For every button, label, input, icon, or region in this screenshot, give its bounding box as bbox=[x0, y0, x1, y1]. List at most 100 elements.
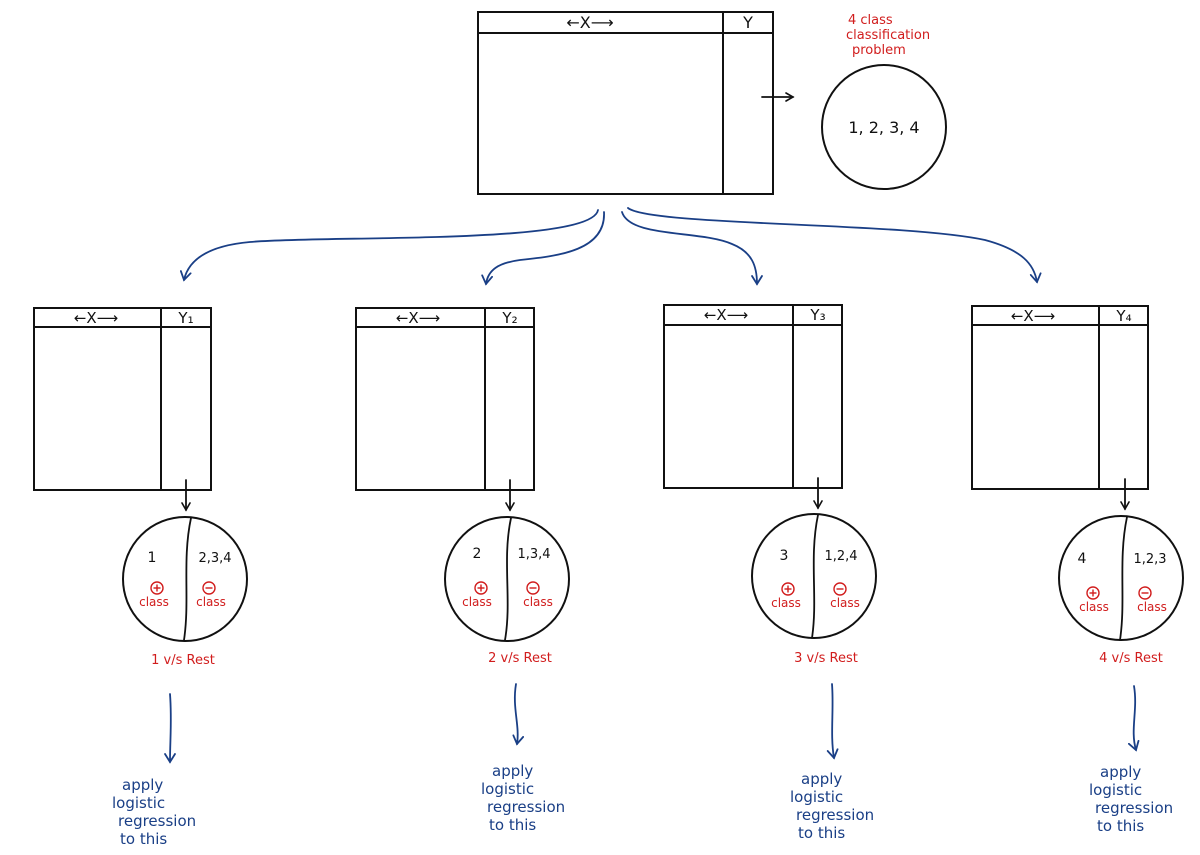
minus-icon bbox=[526, 581, 540, 595]
split-circle-divider bbox=[504, 517, 512, 641]
plus-icon bbox=[1086, 586, 1100, 600]
sub-table-y-label: Y₂ bbox=[501, 309, 517, 327]
main-table-y-label: Y bbox=[742, 13, 753, 32]
apply-line-2: logistic bbox=[112, 794, 165, 812]
positive-class-value: 1 bbox=[148, 550, 157, 566]
apply-line-2: logistic bbox=[790, 788, 843, 806]
main-table-frame bbox=[477, 11, 774, 195]
plus-icon bbox=[781, 582, 795, 596]
split-circle-divider bbox=[811, 514, 819, 639]
branch-arrow-3 bbox=[621, 211, 763, 286]
positive-class-value: 4 bbox=[1078, 551, 1087, 567]
sub-table-frame bbox=[355, 307, 535, 491]
apply-line-4: to this bbox=[120, 830, 167, 848]
subproblem-1: ←X⟶ Y₁ 1 2,3,4 class class 1 v/s Rest ap… bbox=[33, 307, 248, 848]
apply-arrow bbox=[826, 683, 839, 760]
apply-line-1: apply bbox=[801, 770, 842, 788]
split-circle-outline bbox=[444, 516, 570, 642]
sub-table-frame bbox=[663, 304, 843, 489]
main-table-x-label: ←X⟶ bbox=[566, 13, 613, 32]
negative-class-label: class bbox=[523, 595, 553, 609]
apply-line-3: regression bbox=[796, 806, 874, 824]
positive-class-value: 2 bbox=[473, 546, 482, 562]
apply-note-4: apply logistic regression to this bbox=[1089, 763, 1173, 835]
sub-table-frame bbox=[33, 307, 212, 491]
negative-class-values: 1,3,4 bbox=[517, 547, 550, 562]
minus-icon bbox=[202, 581, 216, 595]
apply-line-2: logistic bbox=[481, 780, 534, 798]
split-circle-divider bbox=[183, 517, 192, 641]
apply-line-2: logistic bbox=[1089, 781, 1142, 799]
branch-arrow-1 bbox=[179, 209, 599, 282]
negative-class-values: 1,2,3 bbox=[1133, 552, 1166, 567]
split-circle-outline bbox=[751, 513, 877, 639]
sub-table-x-label: ←X⟶ bbox=[74, 309, 118, 327]
ovr-caption: 3 v/s Rest bbox=[794, 651, 858, 666]
ovr-caption: 1 v/s Rest bbox=[151, 653, 215, 668]
positive-class-label: class bbox=[139, 595, 169, 609]
apply-line-3: regression bbox=[487, 798, 565, 816]
subproblem-4: ←X⟶ Y₄ 4 1,2,3 class class 4 v/s Rest ap… bbox=[971, 305, 1184, 835]
sub-table-2: ←X⟶ Y₂ bbox=[355, 307, 535, 491]
main-circle-outline bbox=[821, 64, 947, 190]
minus-icon bbox=[1138, 586, 1152, 600]
apply-line-3: regression bbox=[118, 812, 196, 830]
positive-class-label: class bbox=[1079, 600, 1109, 614]
split-circle-outline bbox=[122, 516, 248, 642]
apply-note-2: apply logistic regression to this bbox=[481, 762, 565, 834]
sub-table-y-label: Y₄ bbox=[1115, 307, 1131, 325]
branch-arrow-4 bbox=[627, 207, 1042, 284]
sub-table-x-label: ←X⟶ bbox=[704, 306, 748, 324]
main-table: ←X⟶ Y bbox=[477, 11, 774, 195]
ovr-caption: 2 v/s Rest bbox=[488, 651, 552, 666]
negative-class-values: 1,2,4 bbox=[824, 549, 857, 564]
sub-table-x-label: ←X⟶ bbox=[1011, 307, 1055, 325]
plus-icon bbox=[150, 581, 164, 595]
apply-arrow bbox=[164, 693, 176, 764]
subproblem-2: ←X⟶ Y₂ 2 1,3,4 class class 2 v/s Rest ap… bbox=[355, 307, 570, 834]
positive-class-value: 3 bbox=[780, 548, 789, 564]
main-circle-label: 1, 2, 3, 4 bbox=[848, 118, 919, 137]
sub-table-1: ←X⟶ Y₁ bbox=[33, 307, 212, 491]
split-circle-divider bbox=[1119, 516, 1128, 641]
problem-note-line2: classification bbox=[846, 28, 930, 43]
split-circle-3: 3 1,2,4 class class bbox=[751, 513, 877, 639]
apply-line-4: to this bbox=[798, 824, 845, 842]
sub-table-y-label: Y₃ bbox=[809, 306, 825, 324]
split-circle-outline bbox=[1058, 515, 1184, 641]
sub-table-3: ←X⟶ Y₃ bbox=[663, 304, 843, 489]
main-class-circle: 1, 2, 3, 4 bbox=[821, 64, 947, 190]
subproblem-3: ←X⟶ Y₃ 3 1,2,4 class class 3 v/s Rest ap… bbox=[663, 304, 877, 842]
split-circle-2: 2 1,3,4 class class bbox=[444, 516, 570, 642]
sub-table-frame bbox=[971, 305, 1149, 490]
apply-note-1: apply logistic regression to this bbox=[112, 776, 196, 848]
branch-arrows bbox=[179, 207, 1042, 286]
apply-line-1: apply bbox=[1100, 763, 1141, 781]
negative-class-label: class bbox=[1137, 600, 1167, 614]
plus-icon bbox=[474, 581, 488, 595]
apply-line-4: to this bbox=[489, 816, 536, 834]
negative-class-values: 2,3,4 bbox=[198, 551, 231, 566]
branch-arrow-2 bbox=[481, 211, 605, 286]
problem-note-line3: problem bbox=[852, 43, 906, 58]
apply-line-4: to this bbox=[1097, 817, 1144, 835]
apply-line-3: regression bbox=[1095, 799, 1173, 817]
apply-arrow bbox=[1128, 685, 1140, 752]
positive-class-label: class bbox=[462, 595, 492, 609]
apply-line-1: apply bbox=[122, 776, 163, 794]
split-circle-4: 4 1,2,3 class class bbox=[1058, 515, 1184, 641]
problem-note: 4 class classification problem bbox=[846, 13, 930, 58]
negative-class-label: class bbox=[830, 596, 860, 610]
negative-class-label: class bbox=[196, 595, 226, 609]
problem-note-line1: 4 class bbox=[848, 13, 893, 28]
positive-class-label: class bbox=[771, 596, 801, 610]
sub-table-4: ←X⟶ Y₄ bbox=[971, 305, 1149, 490]
apply-note-3: apply logistic regression to this bbox=[790, 770, 874, 842]
apply-arrow bbox=[512, 683, 525, 746]
split-circle-1: 1 2,3,4 class class bbox=[122, 516, 248, 642]
apply-line-1: apply bbox=[492, 762, 533, 780]
ovr-caption: 4 v/s Rest bbox=[1099, 651, 1163, 666]
sub-table-x-label: ←X⟶ bbox=[396, 309, 440, 327]
sub-table-y-label: Y₁ bbox=[177, 309, 193, 327]
